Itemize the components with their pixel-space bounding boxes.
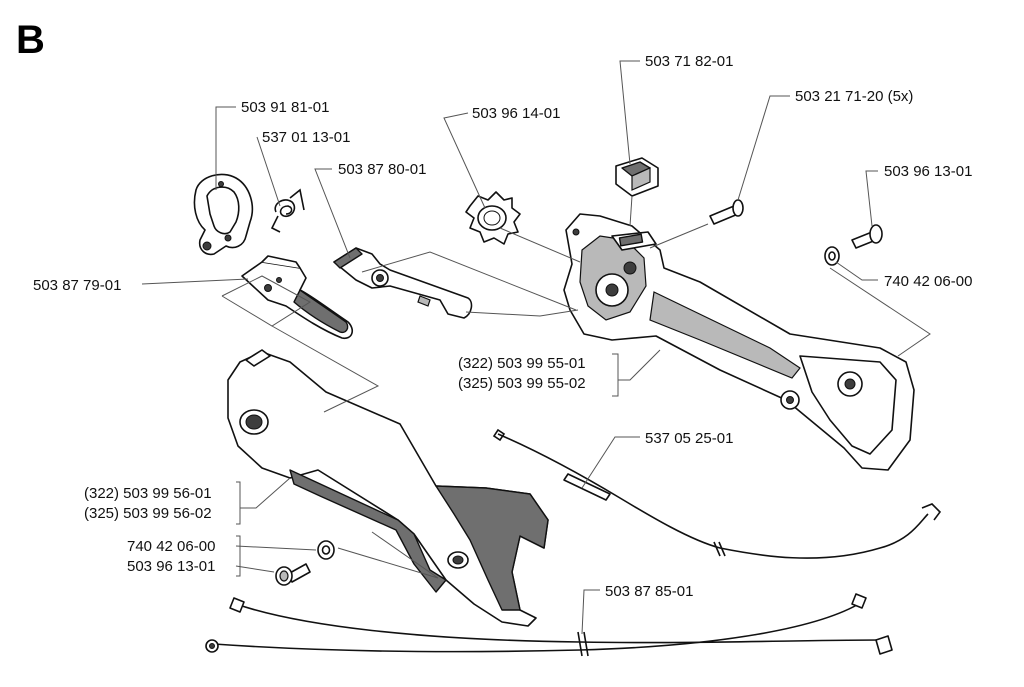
part-label-503878001: 503 87 80-01 [338, 161, 426, 178]
part-label-503961401: 503 96 14-01 [472, 105, 560, 122]
washer-right-part-drawing [824, 246, 840, 266]
handle-right-half-part-drawing [563, 213, 915, 471]
part-label-537011301: 537 01 13-01 [262, 129, 350, 146]
lockout-lever-part-drawing [333, 247, 473, 319]
part-label-503995602: (325) 503 99 56-02 [84, 505, 212, 522]
washer-left-part-drawing [317, 540, 335, 560]
handle-left-half-part-drawing [227, 349, 549, 627]
screw-upper-part-drawing [709, 199, 744, 225]
part-label-503995601: (322) 503 99 56-01 [84, 485, 212, 502]
part-label-503961301-left: 503 96 13-01 [127, 558, 215, 575]
part-label-503718201: 503 71 82-01 [645, 53, 733, 70]
leader-lines [141, 60, 931, 635]
part-label-503961301-right: 503 96 13-01 [884, 163, 972, 180]
screw-left-part-drawing [275, 563, 311, 586]
part-label-537052501: 537 05 25-01 [645, 430, 733, 447]
part-label-503877901: 503 87 79-01 [33, 277, 121, 294]
clamp-part-drawing [193, 173, 254, 256]
screw-right-part-drawing [851, 224, 883, 249]
part-label-740420600-left: 740 42 06-00 [127, 538, 215, 555]
part-label-503878501: 503 87 85-01 [605, 583, 693, 600]
switch-part-drawing [615, 157, 659, 197]
part-number-labels: 503 71 82-01 503 21 71-20 (5x) 503 91 81… [33, 53, 972, 600]
part-label-740420600-right: 740 42 06-00 [884, 273, 972, 290]
part-label-503995501: (322) 503 99 55-01 [458, 355, 586, 372]
star-nut-part-drawing [465, 191, 521, 245]
spring-part-drawing [270, 188, 305, 233]
part-label-503918101: 503 91 81-01 [241, 99, 329, 116]
throttle-lever-part-drawing [241, 255, 354, 340]
wire-harness-part-drawing [205, 593, 893, 657]
section-label: B [16, 18, 45, 62]
throttle-cable-part-drawing [492, 428, 942, 559]
label-brackets [236, 353, 619, 577]
part-label-503995502: (325) 503 99 55-02 [458, 375, 586, 392]
part-label-503217120: 503 21 71-20 (5x) [795, 88, 913, 105]
